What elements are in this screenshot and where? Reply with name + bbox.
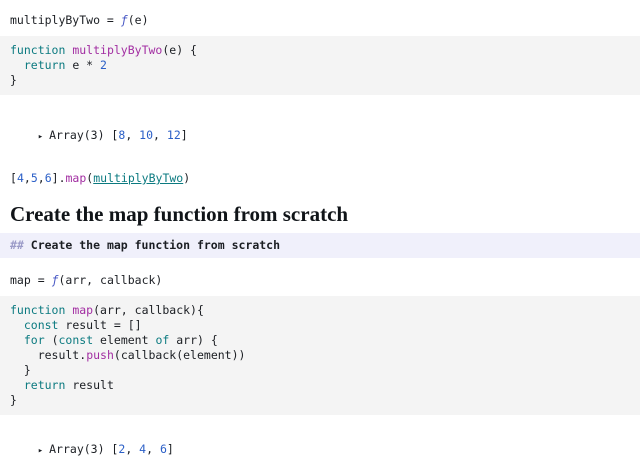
notebook: multiplyByTwo = ƒ(e) function multiplyBy…	[0, 12, 640, 475]
output-array-2[interactable]: ▸ Array(3) [2, 4, 6]	[0, 425, 640, 475]
output-array-1[interactable]: ▸ Array(3) [8, 10, 12]	[0, 111, 640, 161]
code-line[interactable]: return e * 2	[23, 58, 107, 72]
code-line[interactable]: return result	[23, 378, 114, 392]
array-preview: Array(3) [2, 4, 6]	[49, 442, 174, 456]
code-line[interactable]: function map(arr, callback){	[10, 303, 204, 317]
code-line[interactable]: result.push(callback(element))	[10, 348, 246, 362]
code-expression-map-call[interactable]: [4,5,6].map(multiplyByTwo)	[10, 171, 191, 185]
code-line[interactable]: }	[10, 363, 31, 377]
code-line[interactable]: for (const element of arr) {	[23, 333, 218, 347]
code-cell-multiplybytwo[interactable]: function multiplyByTwo(e) { return e * 2…	[0, 36, 640, 95]
disclosure-triangle-icon[interactable]: ▸	[37, 132, 44, 142]
disclosure-triangle-icon[interactable]: ▸	[37, 446, 44, 456]
output-function-map: map = ƒ(arr, callback)	[10, 273, 163, 287]
code-line[interactable]: function multiplyByTwo(e) {	[10, 43, 197, 57]
output-function-multiplybytwo: multiplyByTwo = ƒ(e)	[10, 13, 149, 27]
code-line[interactable]: }	[10, 73, 17, 87]
markdown-source-cell[interactable]: ## Create the map function from scratch	[0, 233, 640, 258]
code-line[interactable]: }	[10, 393, 17, 407]
section-heading: Create the map function from scratch	[10, 202, 349, 226]
code-cell-map[interactable]: function map(arr, callback){ const resul…	[0, 296, 640, 415]
code-line[interactable]: const result = []	[23, 318, 142, 332]
array-preview: Array(3) [8, 10, 12]	[49, 128, 188, 142]
